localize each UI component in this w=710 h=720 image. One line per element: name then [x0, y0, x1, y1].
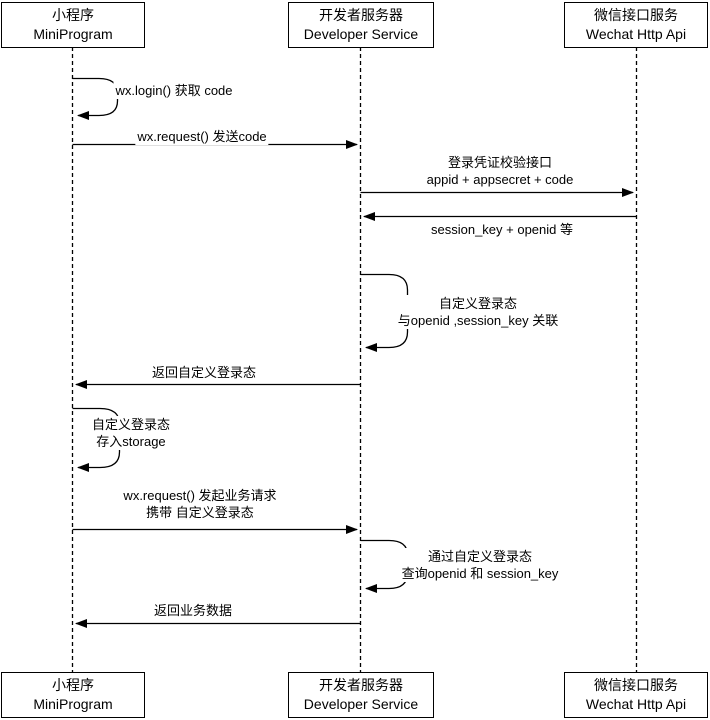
actor-name-en: Wechat Http Api: [585, 26, 687, 42]
actor-box-developer-service-bottom: 开发者服务器 Developer Service: [288, 672, 434, 718]
actor-name-zh: 微信接口服务: [594, 677, 678, 693]
actor-name-zh: 开发者服务器: [319, 677, 403, 693]
actor-name-zh: 小程序: [52, 677, 94, 693]
label-query-openid: 通过自定义登录态 查询openid 和 session_key: [399, 548, 561, 582]
label-session-key-openid: session_key + openid 等: [428, 221, 576, 238]
actor-name-en: MiniProgram: [33, 26, 113, 42]
label-custom-login-state: 自定义登录态 与openid ,session_key 关联: [395, 295, 561, 329]
label-return-custom-state: 返回自定义登录态: [149, 364, 259, 381]
actor-name-en: Developer Service: [303, 26, 419, 42]
actor-name-en: Developer Service: [303, 696, 419, 712]
actor-name-zh: 开发者服务器: [319, 7, 403, 23]
actor-name-zh: 微信接口服务: [594, 7, 678, 23]
actor-box-developer-service-top: 开发者服务器 Developer Service: [288, 2, 434, 48]
label-business-request: wx.request() 发起业务请求 携带 自定义登录态: [121, 487, 279, 521]
label-store-state: 自定义登录态 存入storage: [89, 416, 173, 450]
label-wx-login: wx.login() 获取 code: [113, 82, 235, 99]
actor-box-miniprogram-top: 小程序 MiniProgram: [1, 2, 145, 48]
actor-name-en: MiniProgram: [33, 696, 113, 712]
label-verify-credentials: 登录凭证校验接口 appid + appsecret + code: [424, 154, 576, 188]
actor-box-wechat-api-bottom: 微信接口服务 Wechat Http Api: [564, 672, 708, 718]
label-send-code: wx.request() 发送code: [135, 128, 269, 145]
label-return-business-data: 返回业务数据: [151, 602, 235, 619]
self-loop-wx-login: [72, 77, 119, 120]
actor-name-en: Wechat Http Api: [585, 696, 687, 712]
actor-box-miniprogram-bottom: 小程序 MiniProgram: [1, 672, 145, 718]
actor-box-wechat-api-top: 微信接口服务 Wechat Http Api: [564, 2, 708, 48]
actor-name-zh: 小程序: [52, 7, 94, 23]
